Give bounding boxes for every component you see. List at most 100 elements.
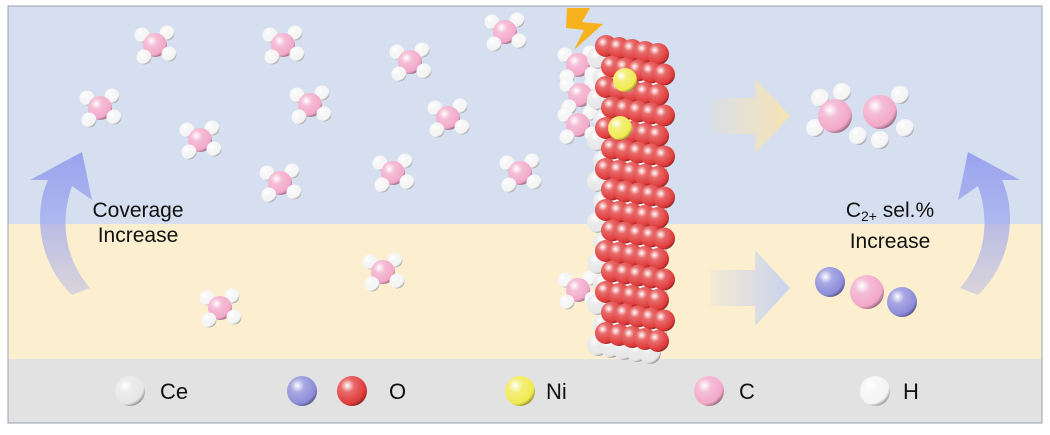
curved-arrow-right bbox=[958, 152, 1020, 295]
methane-molecule bbox=[427, 98, 470, 138]
carbon-atom bbox=[371, 260, 395, 284]
legend-sphere-ni bbox=[505, 376, 535, 406]
hydrogen-atom bbox=[501, 177, 517, 193]
hydrogen-atom bbox=[286, 184, 302, 200]
methane-molecule bbox=[259, 163, 302, 203]
oxygen-atom bbox=[647, 207, 669, 229]
legend-sphere-o bbox=[337, 376, 367, 406]
hydrogen-atom bbox=[106, 109, 122, 125]
legend-label-ni: Ni bbox=[546, 379, 567, 404]
oxygen-atom bbox=[647, 125, 669, 147]
hydrogen-atom bbox=[261, 187, 277, 203]
c2-suffix: sel.% bbox=[876, 199, 935, 222]
hydrogen-atom bbox=[891, 86, 909, 104]
coverage-label-line2: Increase bbox=[97, 224, 179, 247]
carbon-atom bbox=[188, 128, 212, 152]
hydrogen-atom bbox=[181, 144, 197, 160]
carbon-atom bbox=[88, 96, 112, 120]
product-molecules bbox=[806, 83, 917, 317]
methane-molecule bbox=[499, 153, 542, 193]
oxygen-atom bbox=[647, 248, 669, 270]
carbon-atom bbox=[268, 171, 292, 195]
frame bbox=[7, 5, 1043, 424]
legend-sphere-h bbox=[860, 376, 890, 406]
carbon-atom bbox=[298, 93, 322, 117]
oxygen-atom bbox=[653, 104, 675, 127]
lightning-icon bbox=[566, 8, 603, 50]
methane-molecule bbox=[179, 120, 222, 160]
carbon-atom bbox=[568, 83, 592, 107]
methane-molecule bbox=[262, 25, 305, 65]
methane-molecule bbox=[134, 25, 177, 65]
methane-molecule bbox=[372, 153, 415, 193]
carbon-atom bbox=[398, 50, 422, 74]
oxygen-atom bbox=[647, 84, 669, 106]
oxygen-atom bbox=[653, 309, 675, 332]
carbon-atom bbox=[436, 106, 460, 130]
hydrogen-atom bbox=[206, 141, 222, 157]
carbon-atom bbox=[566, 113, 590, 137]
hydrogen-atom bbox=[454, 119, 470, 135]
hydrogen-atom bbox=[526, 174, 542, 190]
hydrogen-atom bbox=[201, 312, 217, 328]
hydrogen-atom bbox=[416, 63, 432, 79]
carbon-atom bbox=[143, 33, 167, 57]
oxygen-atom bbox=[653, 63, 675, 86]
oxygen-atom bbox=[653, 145, 675, 168]
methane-molecule bbox=[557, 45, 600, 85]
hydrogen-atom bbox=[486, 36, 502, 52]
legend-sphere-c bbox=[694, 376, 724, 406]
oxygen-atom bbox=[653, 268, 675, 291]
legend-label-h: H bbox=[903, 379, 919, 404]
carbon-atom bbox=[208, 296, 232, 320]
arrows bbox=[30, 8, 1020, 326]
legend-spheres bbox=[115, 376, 890, 406]
carbon-atom bbox=[818, 99, 852, 133]
terminal-atom bbox=[815, 267, 845, 297]
hydrogen-atom bbox=[161, 46, 177, 62]
hydrogen-atom bbox=[833, 83, 851, 101]
hydrogen-atom bbox=[136, 49, 152, 65]
legend-label-ce: Ce bbox=[160, 379, 189, 404]
oxygen-atom bbox=[653, 186, 675, 209]
hydrogen-atom bbox=[289, 46, 305, 62]
nickel-atom bbox=[613, 68, 637, 92]
hydrogen-atom bbox=[81, 112, 97, 128]
hydrogen-atom bbox=[429, 122, 445, 138]
oxygen-atom bbox=[647, 43, 669, 65]
oxygen-atom bbox=[653, 227, 675, 250]
hydrogen-atom bbox=[559, 294, 575, 310]
carbon-atom bbox=[381, 161, 405, 185]
oxygen-atom bbox=[647, 289, 669, 311]
legend-label-o: O bbox=[389, 379, 407, 404]
carbon-atom bbox=[566, 53, 590, 77]
hydrogen-atom bbox=[391, 66, 407, 82]
ethane-molecule bbox=[806, 83, 914, 149]
hydrogen-atom bbox=[374, 177, 390, 193]
methane-molecule bbox=[484, 12, 527, 52]
carbon-atom bbox=[271, 33, 295, 57]
carbon-atom bbox=[566, 278, 590, 302]
hydrogen-atom bbox=[226, 309, 242, 325]
nickel-atom bbox=[608, 116, 632, 140]
c2-prefix: C bbox=[845, 199, 861, 222]
methane-molecule bbox=[557, 270, 600, 310]
carbon-atom bbox=[863, 95, 897, 129]
oxygen-atom bbox=[647, 166, 669, 188]
hydrogen-atom bbox=[364, 276, 380, 292]
hydrogen-atom bbox=[291, 109, 307, 125]
ceria-slab bbox=[587, 35, 675, 364]
carbon-atom bbox=[493, 20, 517, 44]
c2-label-line2: Increase bbox=[849, 230, 931, 253]
methane-molecule bbox=[79, 88, 122, 128]
methane-molecule bbox=[362, 252, 405, 292]
c2-selectivity-label: C2+ sel.% Increase bbox=[810, 198, 970, 254]
oxygen-atom bbox=[647, 330, 669, 352]
legend-label-c: C bbox=[739, 379, 755, 404]
hydrogen-atom bbox=[399, 174, 415, 190]
legend-sphere-ce bbox=[115, 376, 145, 406]
hydrogen-atom bbox=[316, 106, 332, 122]
curved-arrow-left bbox=[30, 152, 92, 295]
block-arrow-upper bbox=[710, 78, 790, 154]
